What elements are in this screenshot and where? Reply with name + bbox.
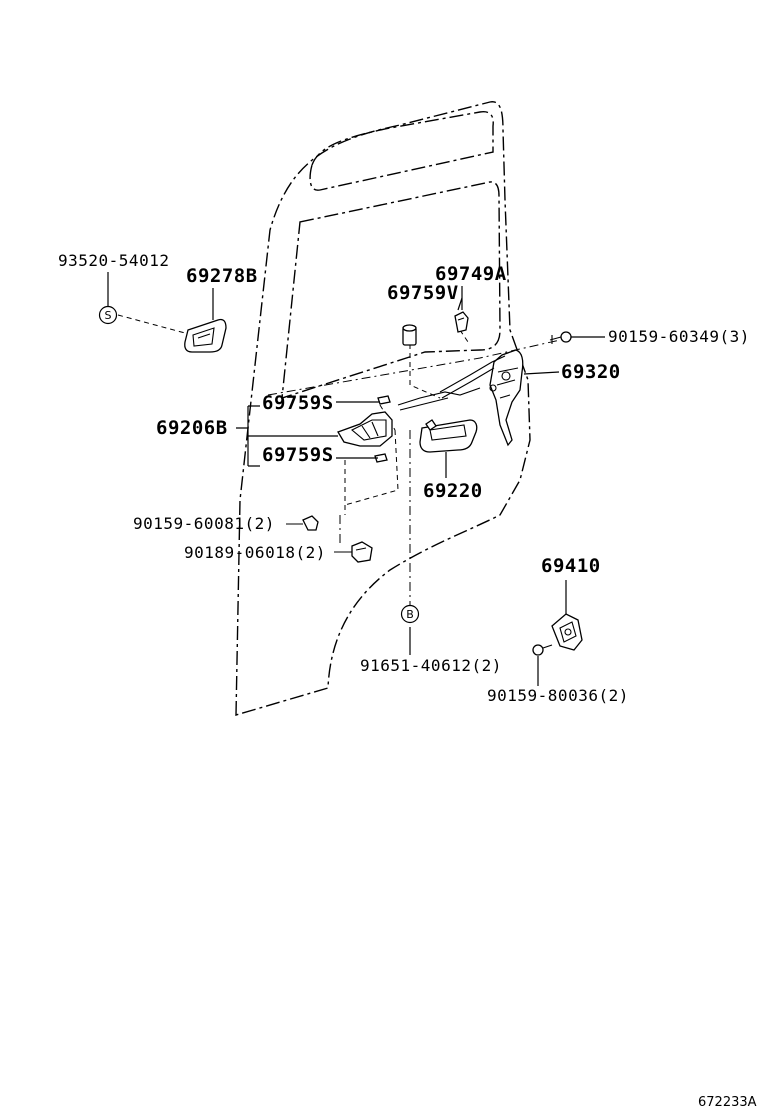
label-93520-54012: 93520-54012 [58, 251, 169, 270]
symbol-b: B [400, 604, 420, 624]
svg-text:B: B [406, 608, 414, 621]
screw-90159-80036-part [532, 644, 553, 656]
symbol-s: S [98, 305, 118, 325]
door-outline [235, 101, 531, 716]
inside-handle-bezel-part [184, 318, 227, 353]
reference-lines [117, 314, 561, 605]
label-90159-60349: 90159-60349(3) [608, 327, 750, 346]
label-69278b: 69278B [186, 265, 258, 287]
clip-69749a-part [454, 311, 469, 333]
label-69320: 69320 [561, 361, 621, 383]
bolt-90159-60081-part [286, 515, 319, 531]
outside-handle-part [419, 419, 478, 453]
label-90159-80036: 90159-80036(2) [487, 686, 629, 705]
striker-part [551, 613, 583, 651]
stopper-69759v-part [402, 324, 417, 346]
label-69749a: 69749A [435, 263, 507, 285]
label-69206b: 69206B [156, 417, 228, 439]
label-69759s-bottom: 69759S [262, 444, 334, 466]
label-69410: 69410 [541, 555, 601, 577]
svg-text:S: S [105, 309, 112, 322]
label-69759v: 69759V [387, 282, 459, 304]
label-90189-06018: 90189-06018(2) [184, 543, 326, 562]
inside-handle-part [337, 395, 393, 463]
label-90159-60081: 90159-60081(2) [133, 514, 275, 533]
label-69759s-top: 69759S [262, 392, 334, 414]
label-69220: 69220 [423, 480, 483, 502]
bolt-90159-60349-part [549, 331, 572, 344]
leader-lines [107, 272, 605, 686]
diagram-id: 672233A [698, 1095, 757, 1110]
door-lock-assembly-part [397, 349, 524, 447]
nut-90189-06018-part [334, 541, 373, 563]
label-91651-40612: 91651-40612(2) [360, 656, 502, 675]
